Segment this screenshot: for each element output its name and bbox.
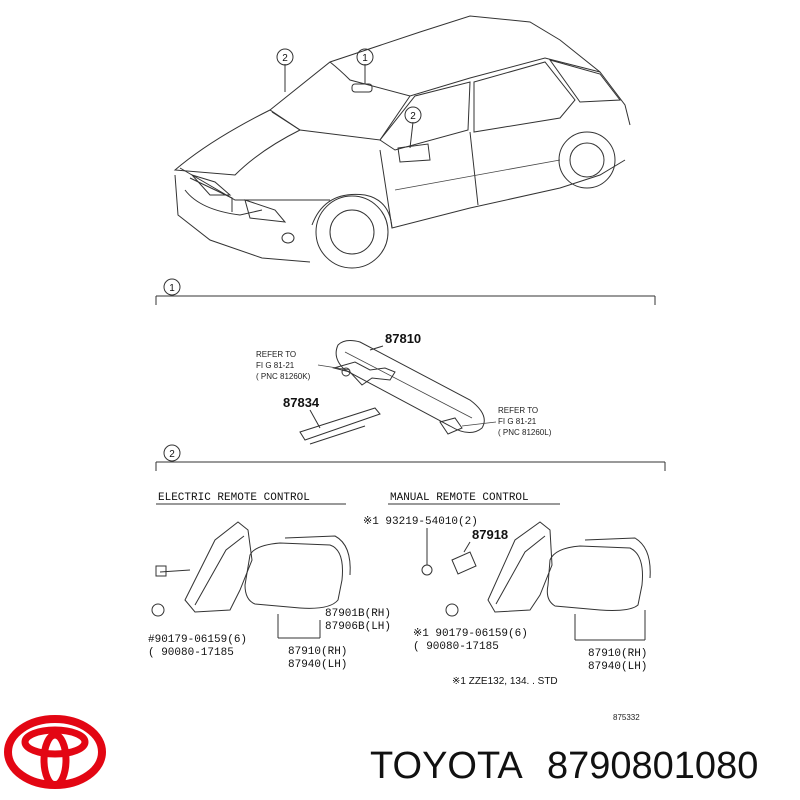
part-87918: 87918 bbox=[472, 527, 508, 542]
section-2: 2 ELECTRIC REMOTE CONTROL 87901B(RH) 879… bbox=[148, 444, 666, 722]
electric-mirror-rh: 87910(RH) bbox=[288, 646, 347, 658]
brand-part-number: 8790801080 bbox=[547, 745, 758, 787]
manual-mirror-rh: 87910(RH) bbox=[588, 648, 647, 660]
section-marker-1: 1 bbox=[169, 283, 175, 294]
refer-note-right: REFER TO FI G 81-21 ( PNC 81260L) bbox=[461, 406, 552, 437]
figure-number: 875332 bbox=[613, 713, 640, 722]
manual-screw-1: ※1 90179-06159(6) bbox=[413, 628, 528, 640]
electric-screw-1: #90179-06159(6) bbox=[148, 634, 247, 646]
callout-label: 1 bbox=[362, 53, 368, 64]
callout-2-left: 2 bbox=[276, 48, 294, 66]
electric-mirror-lh: 87940(LH) bbox=[288, 659, 347, 671]
refer-line: ( PNC 81260L) bbox=[498, 428, 552, 437]
brand-name: TOYOTA bbox=[370, 745, 523, 787]
car-illustration: 2 1 2 bbox=[173, 15, 631, 269]
toyota-logo bbox=[4, 715, 106, 789]
electric-code-rh: 87901B(RH) bbox=[325, 608, 391, 620]
footnote: ※1 ZZE132, 134. . STD bbox=[452, 676, 558, 687]
section-marker-2: 2 bbox=[169, 449, 175, 460]
electric-mirror-drawing bbox=[151, 521, 351, 617]
electric-code-lh: 87906B(LH) bbox=[325, 621, 391, 633]
part-87834: 87834 bbox=[283, 395, 320, 410]
section-1: 1 87810 87834 REFER TO FI G 81-21 ( PNC … bbox=[155, 278, 656, 445]
callout-label: 2 bbox=[282, 53, 288, 64]
refer-line: ( PNC 81260K) bbox=[256, 372, 311, 381]
manual-screw-2: ( 90080-17185 bbox=[413, 641, 499, 653]
refer-line: FI G 81-21 bbox=[256, 361, 295, 370]
electric-screw-2: ( 90080-17185 bbox=[148, 647, 234, 659]
refer-note-left: REFER TO FI G 81-21 ( PNC 81260K) bbox=[256, 350, 351, 381]
refer-line: REFER TO bbox=[256, 350, 296, 359]
callout-2-right: 2 bbox=[404, 106, 422, 124]
electric-heading: ELECTRIC REMOTE CONTROL bbox=[158, 492, 310, 504]
refer-line: REFER TO bbox=[498, 406, 538, 415]
refer-line: FI G 81-21 bbox=[498, 417, 537, 426]
manual-heading: MANUAL REMOTE CONTROL bbox=[390, 492, 529, 504]
callout-1: 1 bbox=[356, 48, 374, 66]
bracket-87834 bbox=[299, 407, 381, 441]
part-87810: 87810 bbox=[385, 331, 421, 346]
manual-mirror-lh: 87940(LH) bbox=[588, 661, 647, 673]
callout-label: 2 bbox=[410, 111, 416, 122]
manual-note-part: ※1 93219-54010(2) bbox=[363, 516, 478, 528]
manual-mirror-drawing bbox=[445, 521, 651, 617]
inner-mirror-body bbox=[335, 340, 485, 433]
